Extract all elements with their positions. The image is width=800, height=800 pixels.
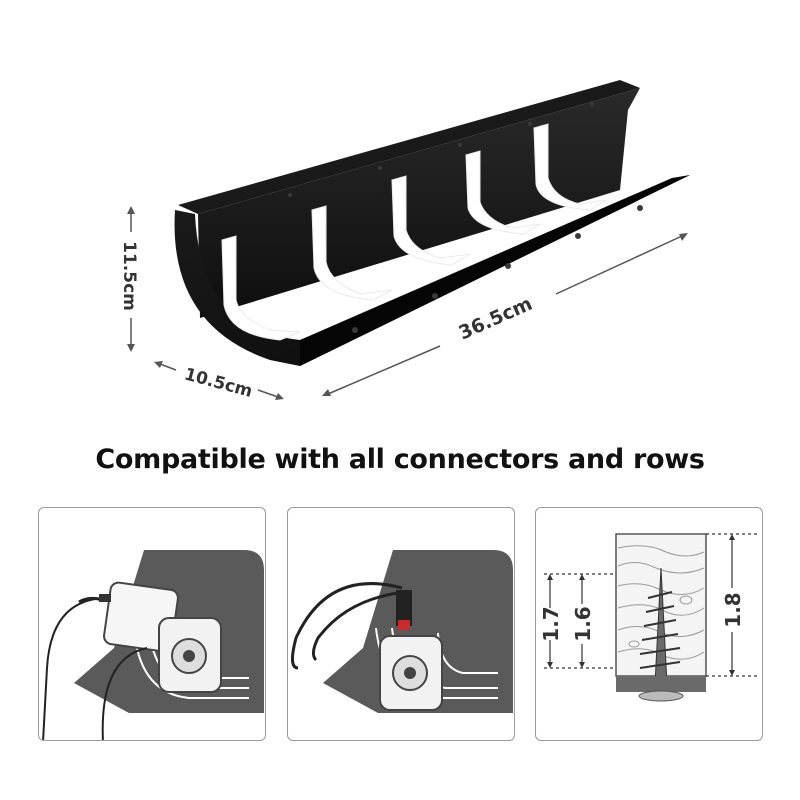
measurement-right: 1.8 (721, 592, 745, 627)
depth-label: 10.5cm (182, 364, 255, 401)
wood-grain (617, 545, 705, 660)
measurement-left-outer: 1.7 (539, 606, 563, 641)
height-dimension-arrow (127, 206, 135, 352)
screw-depth-diagram: 1.7 1.6 1.8 (539, 533, 758, 702)
measurement-left-inner: 1.6 (571, 606, 595, 641)
power-strip-socket-illustration (291, 550, 513, 713)
product-hero: 11.5cm 10.5cm 36.5cm (119, 80, 690, 402)
depth-dimension-arrow (154, 361, 284, 400)
panel-screw-depth-illustration: 1.7 1.6 1.8 (535, 507, 763, 741)
panel-adapter-illustration (38, 507, 266, 741)
cable-tray-image (174, 80, 690, 366)
length-label: 36.5cm (455, 293, 535, 345)
right-dimension-lines (706, 533, 758, 677)
power-adapter-illustration (42, 550, 264, 740)
height-label: 11.5cm (119, 241, 139, 311)
compatibility-headline: Compatible with all connectors and rows (95, 444, 705, 475)
panel-power-strip-illustration (287, 507, 515, 741)
length-dimension-arrow (322, 233, 688, 396)
left-dimension-lines (544, 573, 616, 669)
screw-icon (616, 567, 706, 702)
